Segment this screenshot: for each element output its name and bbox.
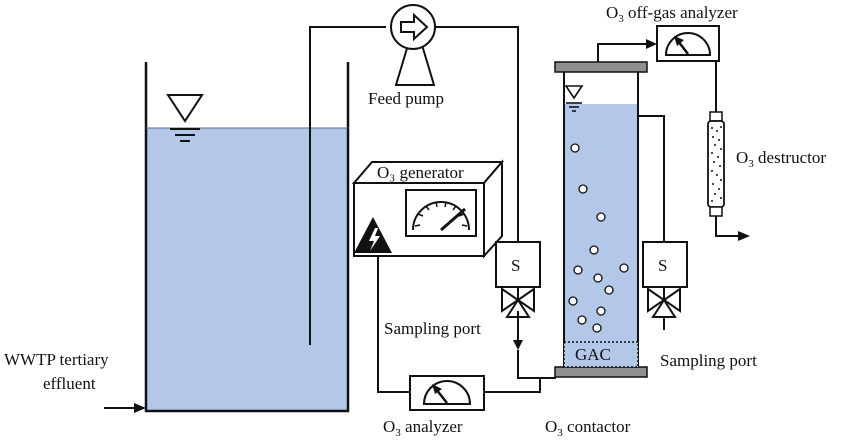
gac-layer [563,341,639,368]
left-return-pipe [517,350,556,379]
pump-arrow-icon [400,12,429,42]
contactor-top-cap [554,61,648,73]
suction-pipe [309,26,386,345]
solenoid-left-box [495,241,541,288]
contactor-bottom-cap [554,366,648,378]
influent-label-line2: effluent [43,374,96,393]
tank-water [146,128,348,410]
o3-destructor: O3 destructor [707,111,826,217]
pump-discharge-pipe [435,26,519,242]
high-voltage-icon [354,217,392,253]
feed-tank [144,62,350,413]
sampling-port-left-label: Sampling port [384,319,481,338]
feed-pump-label: Feed pump [368,89,444,108]
solenoid-left-label: S [511,256,520,275]
contactor-label: O3 contactor [545,417,631,439]
feed-pump: Feed pump [368,4,444,108]
arrow-right-icon [738,231,750,241]
off-gas-pipe [597,43,646,62]
right-sampler: S [642,241,688,330]
o3-analyzer: O3 analyzer [383,375,485,439]
o3-generator: O₃ generator [351,159,505,259]
gac-label: GAC [575,345,611,364]
o3-analyzer-label: O3 analyzer [383,417,463,439]
arrow-right-icon [646,39,657,49]
gas-line-generator [377,255,410,393]
off-gas-analyzer: O3 off-gas analyzer [606,3,738,62]
solenoid-right-label: S [658,256,667,275]
destructor-exhaust-pipe [715,216,738,237]
gas-line-contactor [484,377,556,393]
water-level-icon [166,94,204,142]
destructor-label: O3 destructor [736,148,826,170]
left-sampler: S [495,241,556,379]
influent-label-line1: WWTP tertiary [4,350,109,369]
pump-base [394,44,436,86]
analyzer-dial-icon [422,380,472,405]
generator-label: O₃ generator [377,163,464,182]
right-sample-pipe [638,115,665,242]
contactor-headspace [564,72,638,104]
bubble-icon [568,143,629,333]
o3-contactor: GAC [554,61,648,378]
sampling-port-right-label: Sampling port [660,351,757,370]
arrow-down-icon [513,340,523,350]
analyzer-dial-icon [664,32,712,56]
destructor-packing [711,126,722,202]
gauge-icon [405,189,477,237]
influent-arrow-icon [134,403,146,413]
water-level-icon [564,85,584,112]
off-gas-analyzer-label: O3 off-gas analyzer [606,3,738,25]
tank-wall [144,62,350,413]
